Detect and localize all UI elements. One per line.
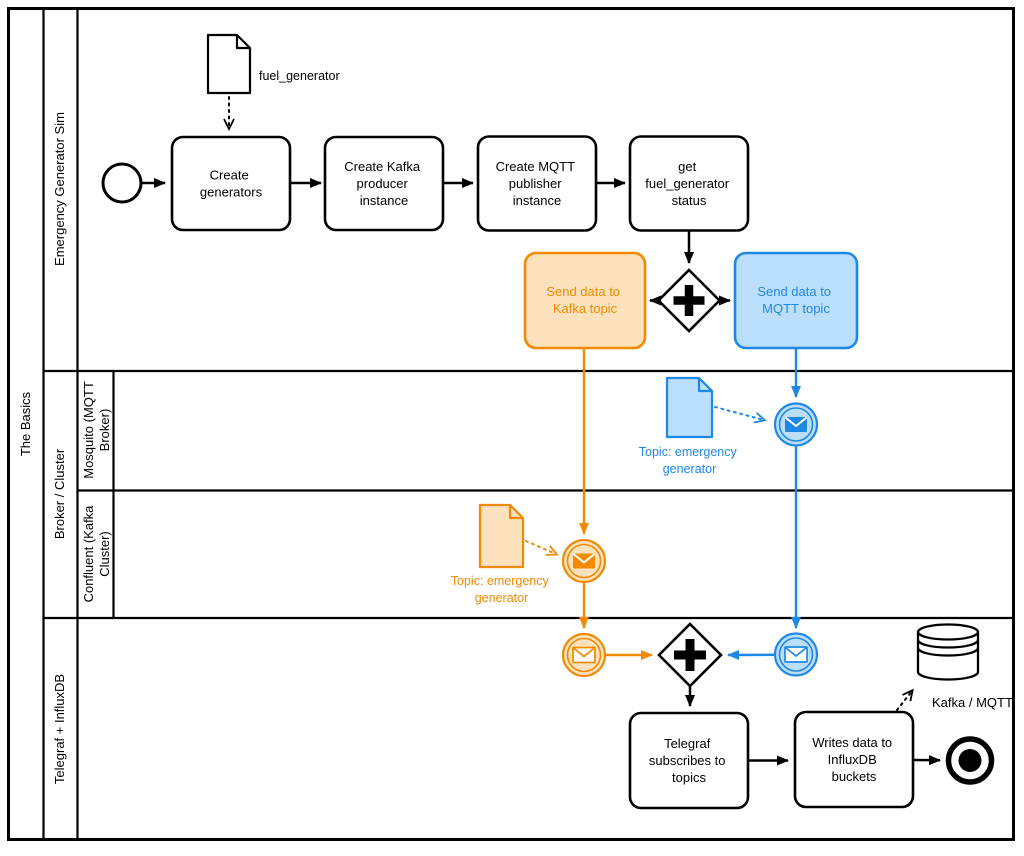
task-label: Writes data to <box>812 735 892 750</box>
task-label: producer <box>357 176 409 191</box>
data-object-label: fuel_generator <box>259 69 340 83</box>
document-icon <box>480 505 523 567</box>
task-label: get <box>678 159 696 174</box>
task-send-data-mqtt-topic: Send data to MQTT topic <box>735 253 857 348</box>
message-envelope-icon <box>785 417 807 432</box>
task-label: Create MQTT <box>496 159 576 174</box>
lane-label-telegraf-influxdb: Telegraf + InfluxDB <box>52 674 67 784</box>
database-icon <box>918 625 978 680</box>
task-label: Send data to <box>546 284 620 299</box>
task-writes-influxdb: Writes data to InfluxDB buckets <box>795 712 913 807</box>
data-store-label: Kafka / MQTT <box>932 695 1013 710</box>
data-object-kafka-topic: Topic: emergency generator <box>451 505 552 605</box>
data-object-label: Topic: emergency <box>639 445 738 459</box>
task-label: Telegraf <box>664 736 711 751</box>
start-event <box>103 164 141 202</box>
document-icon <box>208 35 250 93</box>
task-label: InfluxDB <box>828 752 877 767</box>
task-label: publisher <box>509 176 562 191</box>
task-label: subscribes to <box>649 753 726 768</box>
svg-text:Topic: emergency generat: Topic: emergency generator <box>451 574 552 605</box>
task-telegraf-subscribes: Telegraf subscribes to topics <box>630 713 748 808</box>
pool-label: The Basics <box>18 391 33 456</box>
svg-text:Topic: emergency generat: Topic: emergency generator <box>639 445 740 476</box>
task-label: MQTT topic <box>762 301 830 316</box>
message-event-kafka-broker <box>563 540 605 582</box>
task-label: status <box>672 193 707 208</box>
data-object-fuel-generator: fuel_generator <box>208 35 340 93</box>
message-envelope-icon <box>785 647 807 662</box>
task-create-mqtt-publisher-instance: Create MQTT publisher instance <box>478 137 596 231</box>
association-task-to-datastore <box>897 691 912 710</box>
task-label: Create <box>210 168 249 183</box>
data-object-label: Topic: emergency <box>451 574 550 588</box>
association-kafka-doc-to-event <box>526 541 556 554</box>
data-object-label: generator <box>475 591 529 605</box>
lane-label-broker-cluster: Broker / Cluster <box>52 448 67 539</box>
sublane-label-mosquito-line1: Mosquito (MQTT <box>81 381 96 479</box>
task-label: topics <box>672 770 706 785</box>
data-store-kafka-mqtt: Kafka / MQTT <box>918 625 1013 711</box>
document-icon <box>667 378 712 437</box>
data-object-label: generator <box>663 462 717 476</box>
task-create-generators: Create generators <box>172 137 290 230</box>
sublane-label-confluent-line2: Cluster) <box>97 531 112 577</box>
parallel-gateway-join <box>659 624 721 686</box>
association-mqtt-doc-to-event <box>715 407 764 420</box>
lane-label-emergency-generator-sim: Emergency Generator Sim <box>52 112 67 266</box>
task-create-kafka-producer-instance: Create Kafka producer instance <box>325 137 443 230</box>
task-label: instance <box>513 193 561 208</box>
parallel-gateway-split <box>659 270 720 331</box>
message-envelope-icon <box>573 648 595 663</box>
task-send-data-kafka-topic: Send data to Kafka topic <box>525 253 645 348</box>
task-label: fuel_generator <box>645 176 730 191</box>
sublane-label-confluent-line1: Confluent (Kafka <box>81 505 96 603</box>
data-object-mqtt-topic: Topic: emergency generator <box>639 378 740 476</box>
message-envelope-icon <box>573 554 595 569</box>
task-label: Send data to <box>757 284 831 299</box>
message-event-mqtt-broker <box>775 404 817 446</box>
task-label: instance <box>360 193 408 208</box>
task-label: buckets <box>832 769 877 784</box>
task-get-fuel-generator-status: get fuel_generator status <box>630 137 748 231</box>
task-label: Create Kafka <box>344 159 421 174</box>
task-label: Kafka topic <box>553 301 618 316</box>
sublane-label-mosquito-line2: Broker) <box>97 409 112 452</box>
end-event <box>949 739 992 782</box>
message-catch-event-kafka <box>563 634 605 676</box>
task-label: generators <box>200 185 263 200</box>
message-catch-event-mqtt <box>775 634 817 676</box>
